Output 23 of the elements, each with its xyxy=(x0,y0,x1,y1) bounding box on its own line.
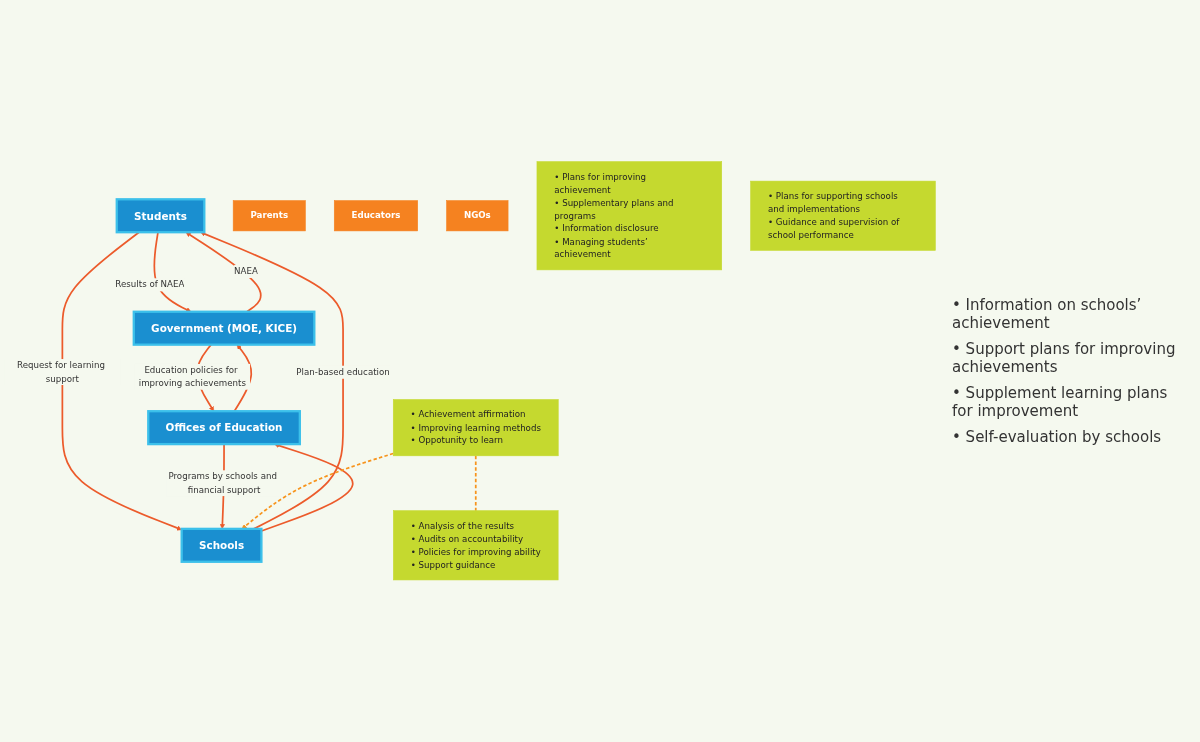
node-box: Students xyxy=(115,198,206,234)
edge-label: Education policies for improving achievements xyxy=(138,365,246,389)
edge-label: Plan-based education xyxy=(296,366,390,378)
note-text: • Information on schools’ achievement xyxy=(952,296,1143,332)
node-box: NGOs xyxy=(446,200,509,232)
node-box: • Analysis of the results • Audits on accountability • Policies for improving ability • Support guidance xyxy=(393,510,559,581)
note-text: • Support plans for improving achievements xyxy=(952,340,1177,376)
note-text: • Self-evaluation by schools xyxy=(952,428,1163,446)
node-box: Offices of Education xyxy=(147,410,301,446)
node-box: Parents xyxy=(232,200,306,232)
edge-label: Request for learning support xyxy=(17,360,105,384)
node-box: Government (MOE, KICE) xyxy=(132,310,316,346)
node-box: Educators xyxy=(333,200,418,232)
node-box: Schools xyxy=(180,527,263,564)
edge-label: NAEA xyxy=(234,266,258,277)
arrow xyxy=(241,452,395,530)
edge-label: Results of NAEA xyxy=(115,279,185,290)
note-text: • Supplement learning plans for improvement xyxy=(952,384,1169,420)
node-box: • Plans for supporting schools and implementations • Guidance and supervision of school performance xyxy=(750,181,936,251)
node-box: • Achievement affirmation • Improving learning methods • Oppotunity to learn xyxy=(392,399,559,457)
connector xyxy=(474,455,477,512)
edge-label: Programs by schools and financial support xyxy=(168,471,277,495)
node-box: • Plans for improving achievement • Supplementary plans and programs • Information disclosure • Managing students’ achievement xyxy=(536,161,722,271)
